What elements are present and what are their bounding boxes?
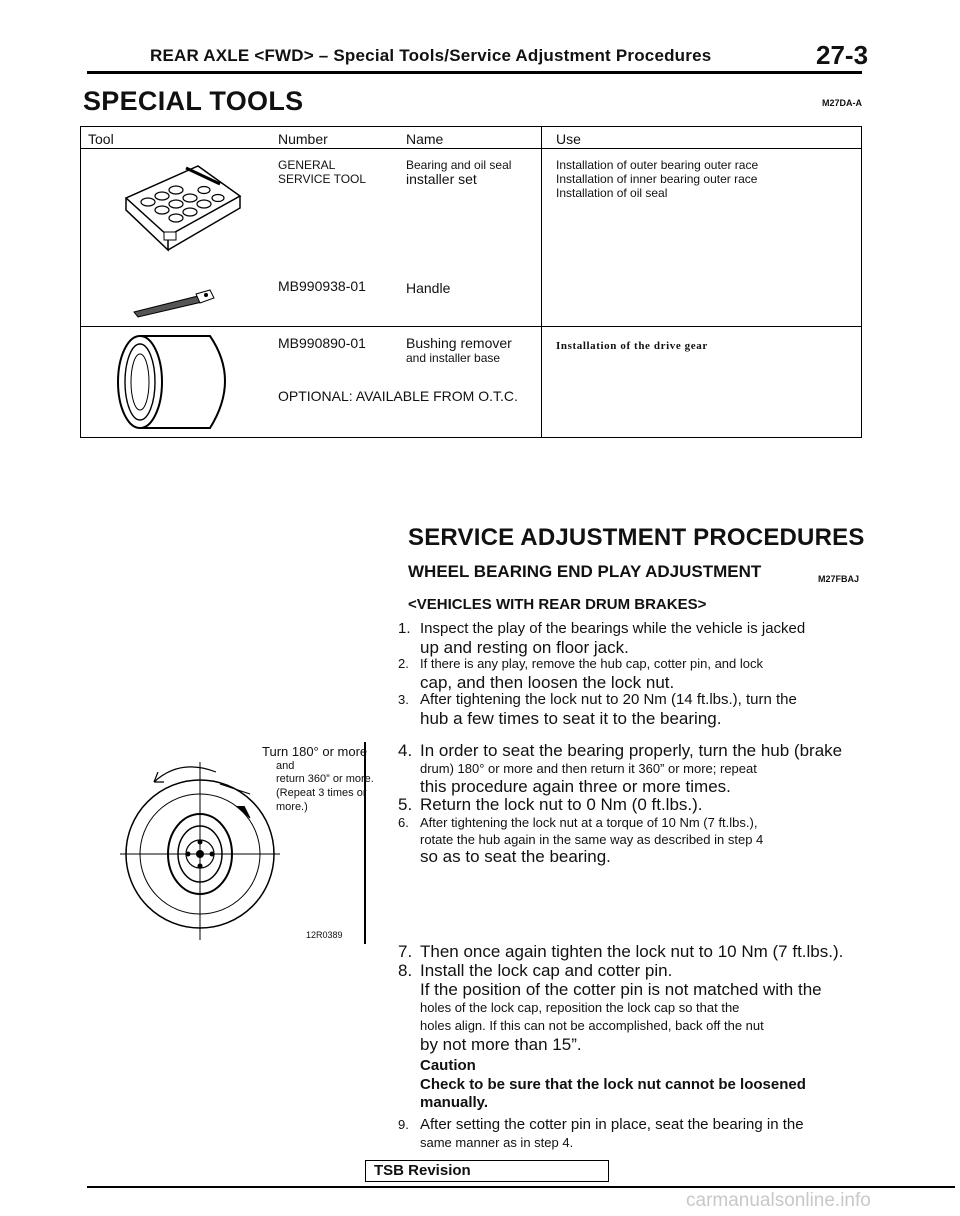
tsb-revision-box: TSB Revision — [365, 1160, 609, 1182]
step-4-line-a: In order to seat the bearing properly, t… — [420, 741, 843, 760]
step-7-number: 7. — [398, 942, 413, 961]
row1-use-1: Installation of outer bearing outer race — [556, 158, 759, 172]
caution-title: Caution — [420, 1057, 476, 1074]
header-rule — [87, 71, 862, 74]
step-6-line-a: After tightening the lock nut at a torqu… — [420, 815, 758, 830]
row2-number: MB990938-01 — [278, 278, 366, 294]
figure-line1: Turn 180° or more — [262, 744, 368, 759]
running-head: REAR AXLE <FWD> – Special Tools/Service … — [150, 46, 712, 65]
step-8-line-c: holes of the lock cap, reposition the lo… — [420, 1000, 740, 1015]
service-condition: <VEHICLES WITH REAR DRUM BRAKES> — [408, 596, 707, 613]
tools-table — [80, 126, 862, 438]
step-9-line-b: same manner as in step 4. — [420, 1135, 574, 1150]
row1-use-2: Installation of inner bearing outer race — [556, 172, 758, 186]
caution-text-b: manually. — [420, 1094, 489, 1111]
step-8-line-a: Install the lock cap and cotter pin. — [420, 961, 673, 980]
row3-number: MB990890-01 — [278, 335, 366, 351]
bushing-remover-base-icon — [117, 335, 226, 429]
row3-note: OPTIONAL: AVAILABLE FROM O.T.C. — [278, 388, 518, 404]
row3-use: Installation of the drive gear — [556, 340, 708, 352]
row1-number-line1: GENERAL — [278, 158, 336, 172]
table-header-rule — [81, 148, 861, 149]
step-3-line-b: hub a few times to seat it to the bearin… — [420, 709, 722, 728]
handle-tool-icon — [133, 289, 215, 318]
col-use: Use — [556, 131, 581, 147]
hub-rotation-figure — [120, 762, 280, 940]
installer-set-case-icon — [124, 165, 242, 252]
step-2-number: 2. — [398, 656, 409, 671]
step-5-line-a: Return the lock nut to 0 Nm (0 ft.lbs.). — [420, 795, 703, 814]
step-1-line-b: up and resting on floor jack. — [420, 638, 629, 657]
row1-name-line1: Bearing and oil seal — [406, 158, 512, 172]
footer-rule — [87, 1186, 955, 1188]
figure-line3: return 360” or more. — [276, 773, 374, 785]
caution-text-a: Check to be sure that the lock nut canno… — [420, 1076, 806, 1093]
figure-line2: and — [276, 760, 295, 772]
step-8-number: 8. — [398, 961, 413, 980]
col-name: Name — [406, 131, 444, 147]
figure-line4: (Repeat 3 times or — [276, 787, 367, 799]
row1-name-line2: installer set — [406, 171, 477, 187]
step-8-line-d: holes align. If this can not be accompli… — [420, 1018, 764, 1033]
special-tools-title: SPECIAL TOOLS — [83, 86, 304, 116]
figure-code: 12R0389 — [306, 930, 343, 940]
step-1-number: 1. — [398, 620, 411, 637]
step-4-number: 4. — [398, 741, 413, 760]
table-row-rule — [81, 326, 861, 327]
step-8-line-e: by not more than 15”. — [420, 1035, 582, 1054]
service-subtitle-code: M27FBAJ — [818, 574, 860, 584]
step-9-number: 9. — [398, 1117, 409, 1132]
page-number: 27-3 — [816, 40, 869, 70]
table-col-rule — [541, 127, 542, 437]
step-8-line-b: If the position of the cotter pin is not… — [420, 980, 822, 999]
step-4-line-b: drum) 180° or more and then return it 36… — [420, 761, 757, 776]
watermark: carmanualsonline.info — [686, 1190, 871, 1211]
figure-line5: more.) — [276, 801, 308, 813]
row3-name-line2: and installer base — [406, 351, 501, 365]
special-tools-code: M27DA-A — [822, 98, 863, 108]
step-2-line-b: cap, and then loosen the lock nut. — [420, 673, 675, 692]
figure-frame-rule — [364, 742, 366, 944]
step-4-line-c: this procedure again three or more times… — [420, 777, 731, 796]
col-tool: Tool — [88, 131, 114, 147]
row2-name: Handle — [406, 280, 451, 296]
row1-use-3: Installation of oil seal — [556, 186, 668, 200]
step-6-number: 6. — [398, 815, 409, 830]
step-6-line-b: rotate the hub again in the same way as … — [420, 832, 764, 847]
step-9-line-a: After setting the cotter pin in place, s… — [420, 1116, 804, 1133]
step-1-line-a: Inspect the play of the bearings while t… — [420, 620, 806, 637]
col-number: Number — [278, 131, 328, 147]
step-7-line-a: Then once again tighten the lock nut to … — [420, 942, 844, 961]
row3-name-line1: Bushing remover — [406, 335, 512, 351]
service-title: SERVICE ADJUSTMENT PROCEDURES — [408, 524, 865, 551]
step-3-line-a: After tightening the lock nut to 20 Nm (… — [420, 691, 797, 708]
row1-number-line2: SERVICE TOOL — [278, 172, 367, 186]
step-5-number: 5. — [398, 795, 413, 814]
step-2-line-a: If there is any play, remove the hub cap… — [420, 656, 764, 671]
step-6-line-c: so as to seat the bearing. — [420, 847, 611, 866]
service-subtitle: WHEEL BEARING END PLAY ADJUSTMENT — [408, 562, 762, 581]
step-3-number: 3. — [398, 692, 409, 707]
